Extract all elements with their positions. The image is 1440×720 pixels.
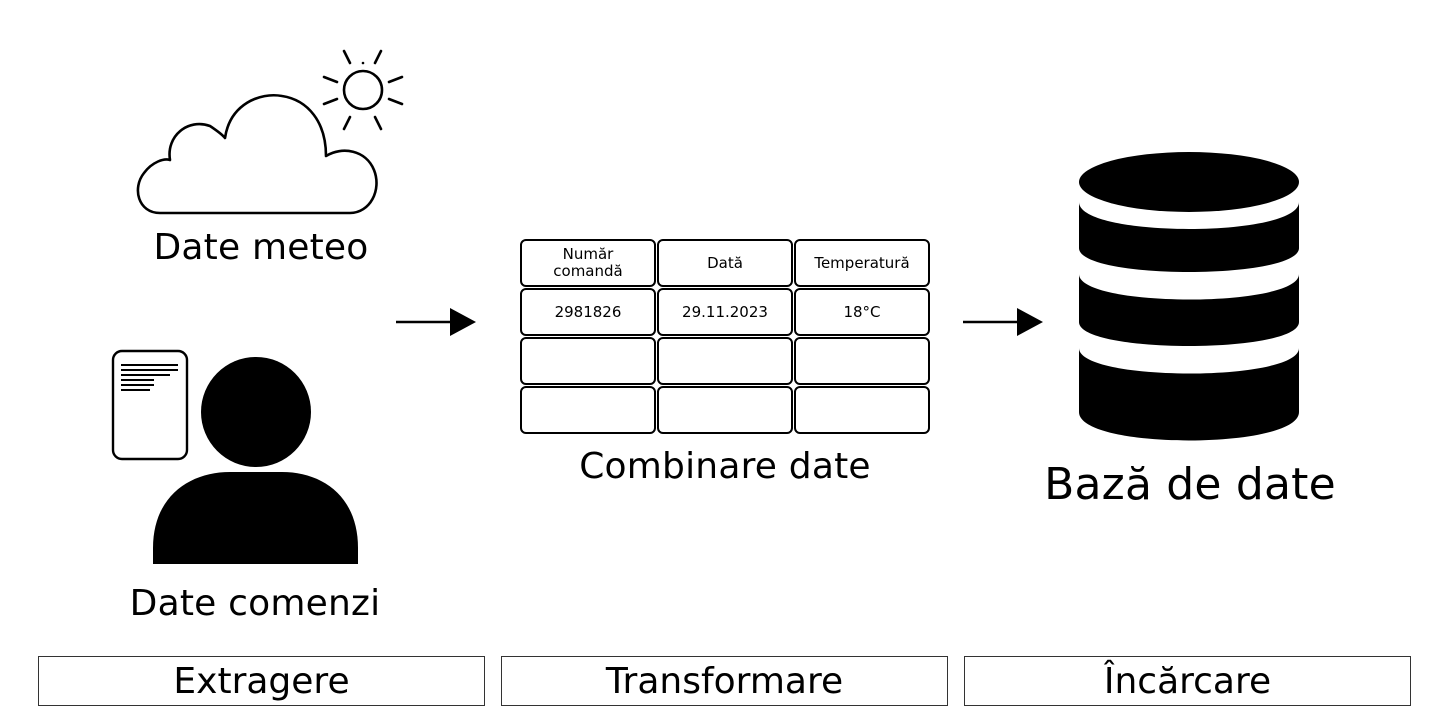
- database-label: Bază de date: [1044, 459, 1336, 510]
- table-header-temperature: Temperatură: [794, 239, 930, 287]
- stage-transform: Transformare: [501, 656, 948, 706]
- document-icon: [111, 349, 189, 461]
- database-icon: [1079, 152, 1299, 441]
- table-header-date: Dată: [657, 239, 793, 287]
- cloud-sun-icon: [136, 49, 404, 215]
- combined-data-table: Număr comandă Dată Temperatură 2981826 2…: [520, 239, 930, 436]
- table-cell: [520, 386, 656, 434]
- combine-data-label: Combinare date: [579, 446, 871, 487]
- table-cell: [657, 386, 793, 434]
- sun-icon: [322, 49, 404, 131]
- stage-load: Încărcare: [964, 656, 1411, 706]
- table-cell: [794, 337, 930, 385]
- weather-data-label: Date meteo: [153, 227, 369, 268]
- table-cell: 18°C: [794, 288, 930, 336]
- orders-data-label: Date comenzi: [129, 583, 381, 624]
- table-cell: 29.11.2023: [657, 288, 793, 336]
- person-icon: [153, 357, 358, 564]
- table-cell: 2981826: [520, 288, 656, 336]
- arrow-right-icon: [963, 308, 1043, 336]
- table-cell: [794, 386, 930, 434]
- person-with-document-icon: [111, 349, 358, 564]
- table-header-order-number: Număr comandă: [520, 239, 656, 287]
- arrow-right-icon: [396, 308, 476, 336]
- stage-extract: Extragere: [38, 656, 485, 706]
- cloud-icon: [136, 93, 378, 215]
- table-cell: [657, 337, 793, 385]
- table-cell: [520, 337, 656, 385]
